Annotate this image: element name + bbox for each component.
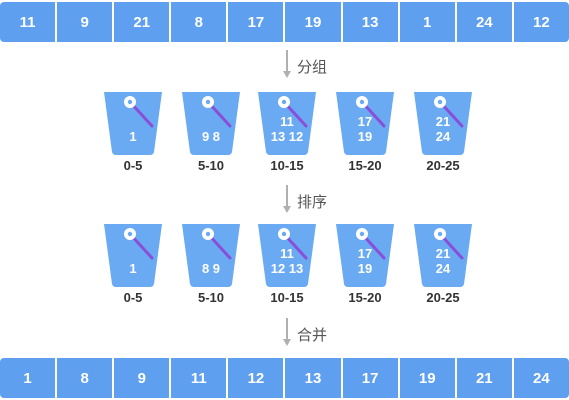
input-cell: 17 — [228, 2, 286, 42]
bucket-icon — [258, 92, 316, 155]
output-cell: 9 — [114, 358, 172, 398]
bucket-values: 1 — [108, 114, 158, 144]
bucket-range-label: 10-15 — [270, 158, 304, 173]
down-arrow-line — [286, 318, 288, 340]
output-array: 1 8 9 11 12 13 17 19 21 24 — [0, 358, 569, 398]
bucket-value-line: 11 — [280, 114, 294, 129]
bucket-range-label: 20-25 — [426, 158, 460, 173]
bucket-range-label: 20-25 — [426, 290, 460, 305]
output-cell: 21 — [456, 358, 514, 398]
input-cell: 8 — [171, 2, 229, 42]
input-cell: 24 — [456, 2, 514, 42]
split-bucket-row: 1 0-5 9 8 5-10 11 13 12 10-15 — [0, 90, 569, 180]
bucket-value-line — [108, 114, 158, 129]
bucket-value-line: 17 — [357, 246, 373, 261]
merge-label: 合并 — [297, 326, 328, 344]
bucket-values: 21 24 — [418, 246, 468, 276]
bucket-range-label: 15-20 — [348, 158, 382, 173]
bucket: 11 13 12 10-15 — [256, 90, 318, 175]
input-cell: 9 — [57, 2, 115, 42]
input-cell: 11 — [0, 2, 58, 42]
bucket-icon — [104, 92, 162, 155]
bucket-icon — [258, 224, 316, 287]
bucket-value-line: 13 12 — [270, 129, 304, 144]
bucket: 21 24 20-25 — [412, 90, 474, 175]
bucket-value-line — [186, 114, 236, 129]
bucket: 1 0-5 — [102, 222, 164, 307]
bucket-values: 17 19 — [340, 114, 390, 144]
bucket-values: 9 8 — [186, 114, 236, 144]
down-arrow-line — [286, 50, 288, 72]
bucket-range-label: 10-15 — [270, 290, 304, 305]
bucket-range-label: 15-20 — [348, 290, 382, 305]
down-arrow-line — [286, 185, 288, 207]
bucket-range-label: 5-10 — [197, 158, 225, 173]
split-step: 分组 — [283, 50, 403, 80]
bucket-value-line: 24 — [435, 129, 451, 144]
input-array: 11 9 21 8 17 19 13 1 24 12 — [0, 2, 569, 42]
bucket-icon — [336, 92, 394, 155]
down-arrow-icon — [283, 71, 291, 78]
sort-step: 排序 — [283, 185, 403, 215]
bucket-icon — [414, 224, 472, 287]
bucket-icon — [182, 92, 240, 155]
bucket: 17 19 15-20 — [334, 222, 396, 307]
bucket: 1 0-5 — [102, 90, 164, 175]
bucket-icon — [414, 92, 472, 155]
bucket-value-line: 11 — [280, 246, 294, 261]
bucket: 11 12 13 10-15 — [256, 222, 318, 307]
bucket-values: 1 — [108, 246, 158, 276]
bucket-value-line: 1 — [129, 129, 137, 144]
bucket-value-line: 21 — [435, 114, 451, 129]
bucket-value-line: 1 — [129, 261, 137, 276]
bucket-value-line: 9 8 — [201, 129, 221, 144]
output-cell: 12 — [228, 358, 286, 398]
output-cell: 11 — [171, 358, 229, 398]
input-cell: 21 — [114, 2, 172, 42]
bucket-icon — [336, 224, 394, 287]
bucket-values: 11 13 12 — [262, 114, 312, 144]
down-arrow-icon — [283, 206, 291, 213]
bucket-values: 11 12 13 — [262, 246, 312, 276]
output-cell: 8 — [57, 358, 115, 398]
bucket-icon — [104, 224, 162, 287]
output-cell: 1 — [0, 358, 58, 398]
merge-step: 合并 — [283, 318, 403, 348]
sort-label: 排序 — [297, 193, 328, 211]
output-cell: 13 — [285, 358, 343, 398]
input-cell: 1 — [399, 2, 457, 42]
bucket-value-line: 17 — [357, 114, 373, 129]
sorted-bucket-row: 1 0-5 8 9 5-10 11 12 13 10-15 — [0, 222, 569, 312]
input-cell: 13 — [342, 2, 400, 42]
bucket: 9 8 5-10 — [180, 90, 242, 175]
down-arrow-icon — [283, 339, 291, 346]
output-cell: 24 — [513, 358, 569, 398]
bucket-values: 8 9 — [186, 246, 236, 276]
bucket-values: 21 24 — [418, 114, 468, 144]
bucket-value-line — [108, 246, 158, 261]
bucket-value-line: 24 — [435, 261, 451, 276]
output-cell: 19 — [399, 358, 457, 398]
bucket-values: 17 19 — [340, 246, 390, 276]
bucket-value-line — [186, 246, 236, 261]
bucket-value-line: 19 — [357, 261, 373, 276]
bucket-range-label: 0-5 — [123, 158, 143, 173]
input-cell: 12 — [513, 2, 569, 42]
bucket-value-line: 21 — [435, 246, 451, 261]
bucket-value-line: 8 9 — [201, 261, 221, 276]
split-label: 分组 — [297, 58, 328, 76]
bucket-range-label: 0-5 — [123, 290, 143, 305]
bucket: 21 24 20-25 — [412, 222, 474, 307]
bucket: 17 19 15-20 — [334, 90, 396, 175]
bucket-icon — [182, 224, 240, 287]
output-cell: 17 — [342, 358, 400, 398]
bucket: 8 9 5-10 — [180, 222, 242, 307]
bucket-value-line: 19 — [357, 129, 373, 144]
input-cell: 19 — [285, 2, 343, 42]
bucket-range-label: 5-10 — [197, 290, 225, 305]
bucket-value-line: 12 13 — [270, 261, 304, 276]
